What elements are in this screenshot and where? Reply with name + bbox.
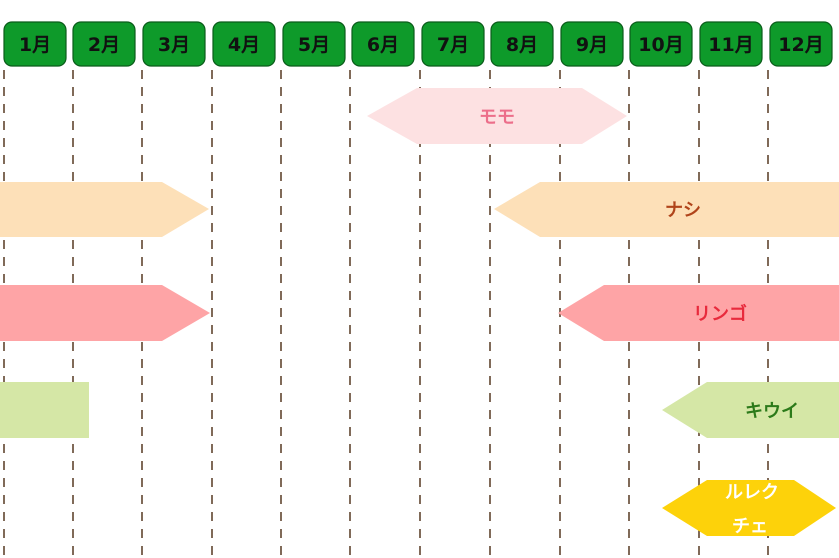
ringo-band <box>558 285 839 341</box>
month-label: 1月 <box>19 34 51 56</box>
month-label: 9月 <box>576 34 608 56</box>
month-header-bg <box>351 21 415 67</box>
month-header-bg <box>142 21 206 67</box>
month-label: 11月 <box>708 34 753 56</box>
month-label: 5月 <box>298 34 330 56</box>
month-header-8: 8月 <box>490 21 554 67</box>
month-header-bg <box>629 21 693 67</box>
month-header-bg <box>699 21 763 67</box>
month-header-bg <box>3 21 67 67</box>
kiwi-label: キウイ <box>745 401 799 422</box>
month-header-11: 11月 <box>699 21 763 67</box>
nashi-label: ナシ <box>665 200 701 221</box>
ringo-band-early <box>0 285 210 341</box>
month-label: 7月 <box>437 34 469 56</box>
month-header-12: 12月 <box>769 21 833 67</box>
month-header-3: 3月 <box>142 21 206 67</box>
nashi-band-early <box>0 182 209 237</box>
cherry-label-line2: チェ <box>732 516 768 537</box>
month-label: 12月 <box>778 34 823 56</box>
nashi-band <box>494 182 839 237</box>
month-label: 2月 <box>88 34 120 56</box>
cherry-band <box>662 480 836 536</box>
month-header: 1月 2月 3月 4月 5月 6月 7月 8月 9月 10月 11月 12月 <box>3 21 833 67</box>
month-label: 8月 <box>506 34 538 56</box>
cherry-label-line1: ルレク <box>725 482 779 503</box>
month-header-bg <box>490 21 554 67</box>
month-header-9: 9月 <box>560 21 624 67</box>
month-header-2: 2月 <box>72 21 136 67</box>
month-header-6: 6月 <box>351 21 415 67</box>
month-header-10: 10月 <box>629 21 693 67</box>
month-header-bg <box>560 21 624 67</box>
month-label: 3月 <box>158 34 190 56</box>
month-header-bg <box>212 21 276 67</box>
month-header-4: 4月 <box>212 21 276 67</box>
month-header-bg <box>421 21 485 67</box>
month-label: 10月 <box>638 34 683 56</box>
kiwi-band <box>662 382 839 438</box>
month-header-1: 1月 <box>3 21 67 67</box>
month-header-bg <box>72 21 136 67</box>
month-header-bg <box>282 21 346 67</box>
month-label: 6月 <box>367 34 399 56</box>
month-header-bg <box>769 21 833 67</box>
momo-label: モモ <box>479 107 515 128</box>
month-label: 4月 <box>228 34 260 56</box>
ringo-label: リンゴ <box>693 303 747 325</box>
kiwi-band-early <box>0 382 89 438</box>
momo-band <box>367 88 627 144</box>
month-header-5: 5月 <box>282 21 346 67</box>
month-header-7: 7月 <box>421 21 485 67</box>
